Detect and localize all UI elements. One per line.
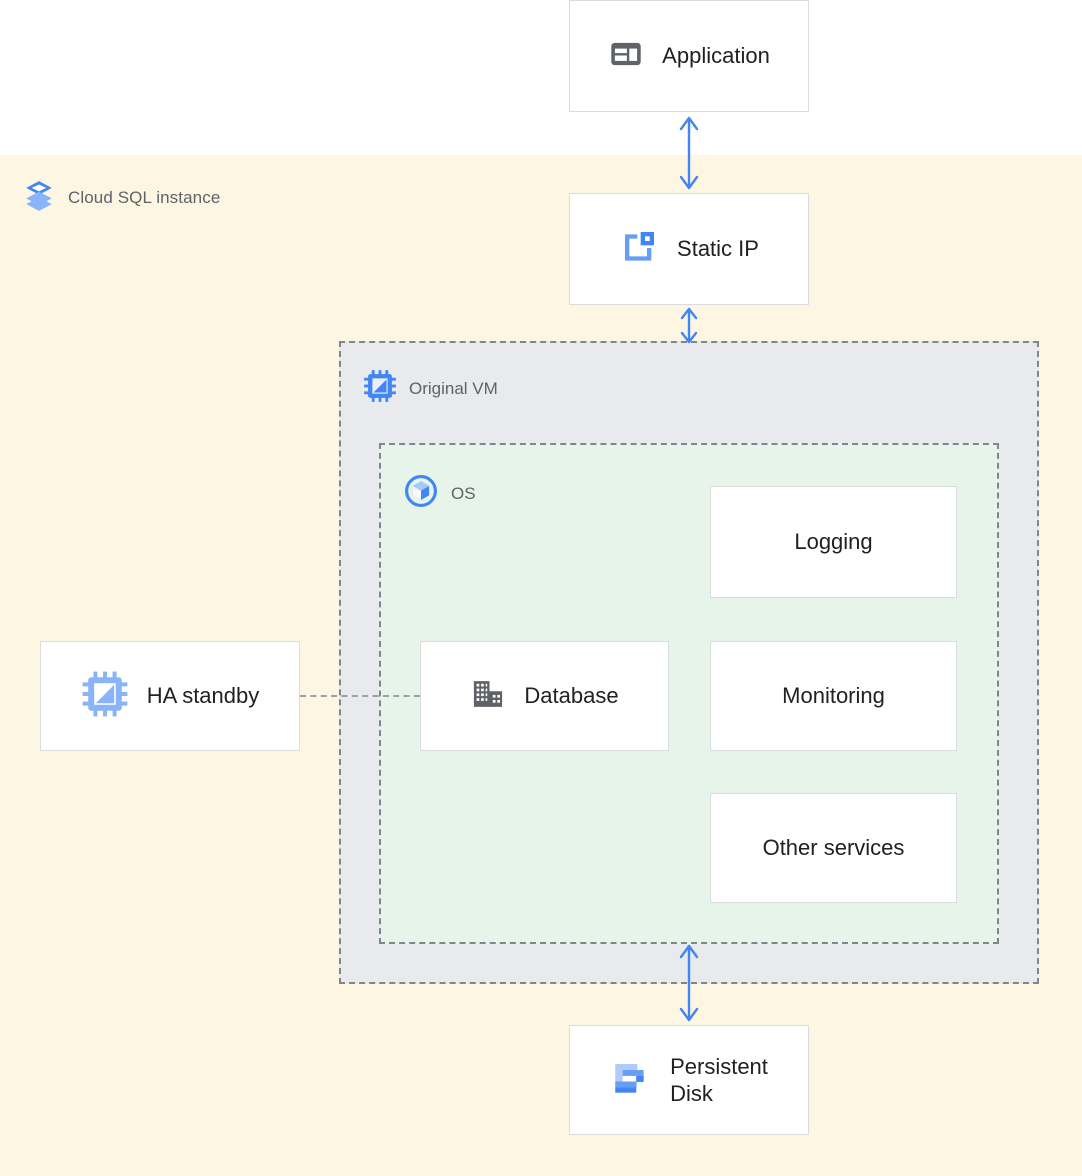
os-label: OS	[451, 483, 476, 503]
database-building-icon	[470, 676, 506, 717]
node-other-services-label: Other services	[762, 835, 905, 861]
node-logging-label: Logging	[794, 529, 873, 555]
cloud-sql-instance-label-group: Cloud SQL instance	[22, 178, 220, 217]
cloud-sql-instance-label: Cloud SQL instance	[68, 187, 221, 207]
original-vm-label: Original VM	[409, 378, 498, 398]
node-other-services[interactable]: Other services	[710, 793, 957, 903]
cloud-sql-layers-icon	[22, 178, 56, 217]
persistent-disk-icon	[610, 1057, 652, 1104]
static-ip-icon	[619, 227, 659, 272]
os-label-group: OS	[403, 473, 476, 514]
node-application-label: Application	[662, 43, 770, 69]
node-application[interactable]: Application	[569, 0, 809, 112]
cpu-chip-icon	[363, 369, 397, 408]
node-static-ip[interactable]: Static IP	[569, 193, 809, 305]
connector-application-static-ip	[679, 116, 699, 190]
node-persistent-disk-label: Persistent Disk	[670, 1053, 768, 1107]
original-vm-label-group: Original VM	[363, 369, 498, 408]
connector-static-ip-original-vm	[680, 307, 698, 344]
node-database[interactable]: Database	[420, 641, 669, 751]
node-ha-standby-label: HA standby	[146, 683, 260, 709]
application-layout-icon	[608, 36, 644, 77]
node-persistent-disk[interactable]: Persistent Disk	[569, 1025, 809, 1135]
node-database-label: Database	[524, 683, 619, 709]
os-cube-circle-icon	[403, 473, 439, 514]
connector-ha-standby-os	[300, 695, 420, 697]
node-logging[interactable]: Logging	[710, 486, 957, 598]
node-static-ip-label: Static IP	[677, 236, 759, 262]
node-monitoring[interactable]: Monitoring	[710, 641, 957, 751]
cpu-chip-icon	[81, 670, 129, 723]
node-ha-standby[interactable]: HA standby	[40, 641, 300, 751]
node-monitoring-label: Monitoring	[782, 683, 885, 709]
connector-os-persistent-disk	[679, 944, 699, 1022]
